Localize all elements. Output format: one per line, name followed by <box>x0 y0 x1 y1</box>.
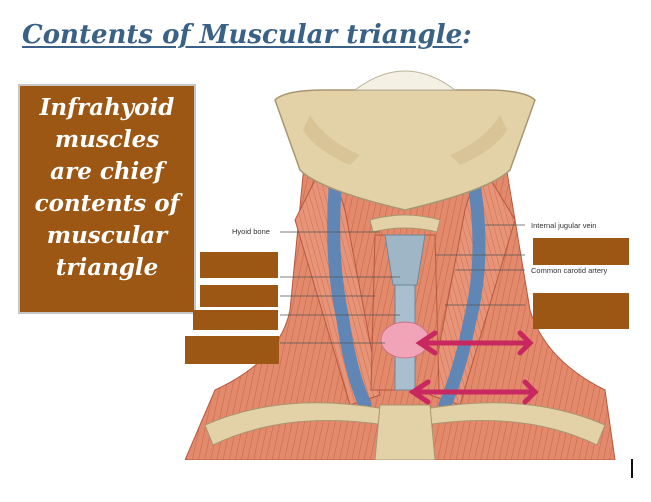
hidden-label-box <box>193 310 278 330</box>
hidden-label-box <box>200 285 278 307</box>
callout-line: muscles <box>54 126 160 153</box>
hidden-label-box <box>533 293 629 329</box>
neck-anatomy-illustration <box>185 70 616 460</box>
mandible <box>274 89 536 211</box>
arrow-lower <box>408 379 539 405</box>
jugular-vein-right <box>438 183 486 412</box>
callout-line: triangle <box>55 254 159 281</box>
callout-line: contents of <box>34 190 180 217</box>
hidden-label-box <box>185 336 279 364</box>
sternum <box>374 404 436 460</box>
callout-line: are chief <box>50 158 164 185</box>
arrow-upper <box>415 330 534 356</box>
text-cursor <box>631 459 633 478</box>
hidden-label-box <box>533 238 629 265</box>
label-common-carotid-artery: Common carotid artery <box>531 266 608 275</box>
callout-box: Infrahyoid muscles are chief contents of… <box>18 84 196 314</box>
jugular-vein-left <box>327 183 372 412</box>
slide-title-colon: : <box>462 20 472 50</box>
hidden-label-box <box>200 252 278 278</box>
mandible-notch-left <box>303 115 360 165</box>
lower-teeth <box>353 70 457 91</box>
larynx <box>384 234 426 286</box>
label-hyoid-bone: Hyoid bone <box>232 227 270 236</box>
slide-title-text: Contents of Muscular triangle <box>22 20 463 50</box>
hyoid-bone <box>369 214 441 233</box>
callout-line: Infrahyoid <box>39 94 175 121</box>
callout-line: muscular <box>46 222 168 249</box>
slide-title: Contents of Muscular triangle: <box>22 20 472 50</box>
label-internal-jugular-vein: Internal jugular vein <box>531 221 597 230</box>
mandible-notch-right <box>450 115 507 165</box>
